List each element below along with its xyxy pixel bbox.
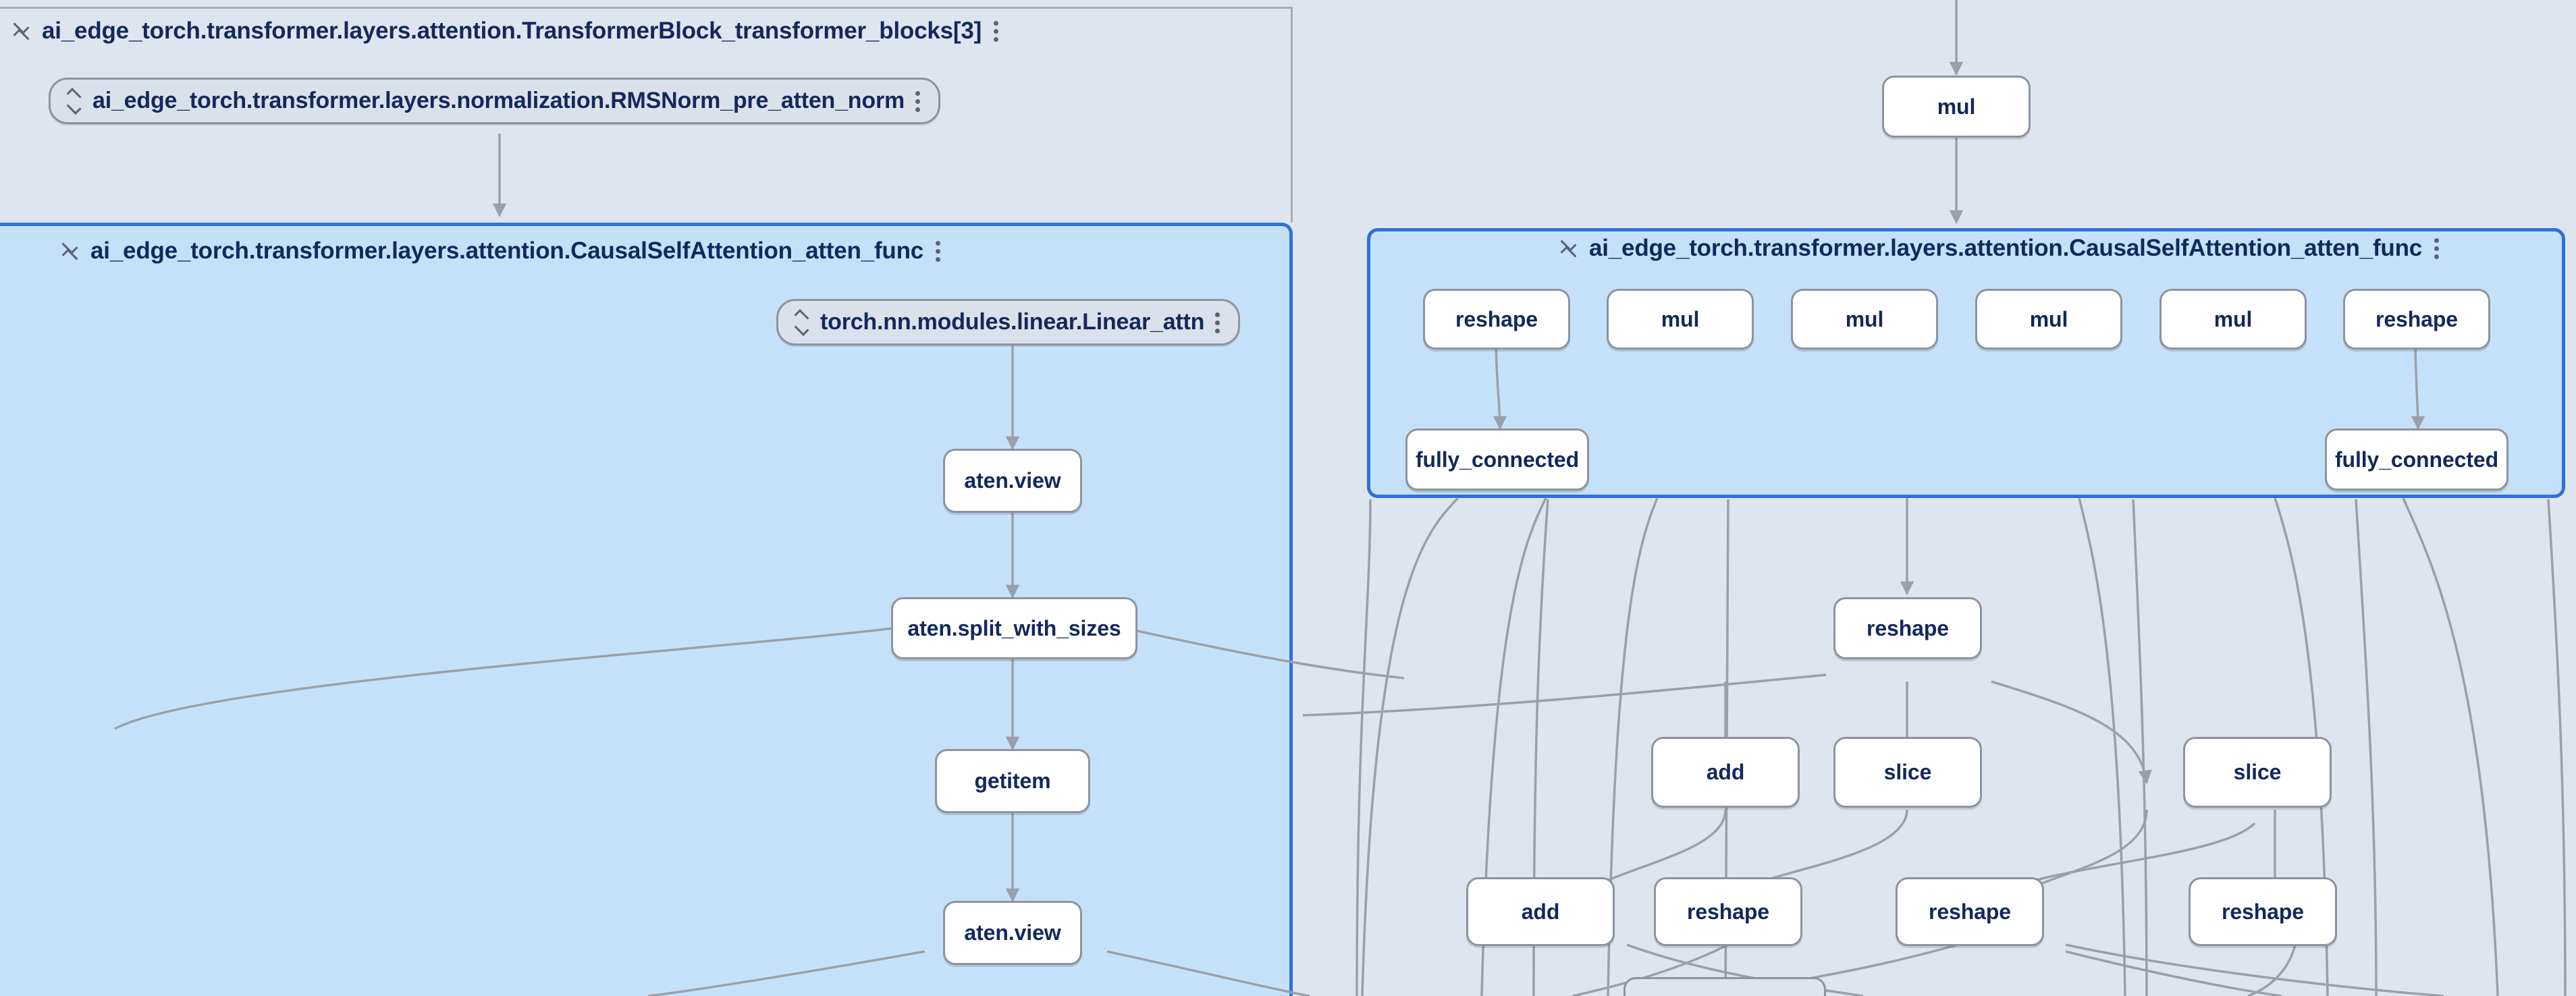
expand-vertical-icon[interactable] <box>793 310 809 335</box>
node-slice-1[interactable]: slice <box>1833 737 1982 808</box>
node-reshape-2[interactable]: reshape <box>2343 289 2490 350</box>
collapse-vertical-icon[interactable] <box>61 240 78 262</box>
node-slice-2[interactable]: slice <box>2183 737 2332 808</box>
node-reshape-3[interactable]: reshape <box>1833 597 1982 659</box>
node-add-2[interactable]: add <box>1466 877 1615 946</box>
node-aten-split-with-sizes[interactable]: aten.split_with_sizes <box>891 597 1137 659</box>
kebab-menu-icon[interactable] <box>936 240 941 262</box>
collapse-vertical-icon[interactable] <box>12 20 30 43</box>
group-title-transformer-block: ai_edge_torch.transformer.layers.attenti… <box>42 18 982 44</box>
node-fully-connected-1[interactable]: fully_connected <box>1405 428 1589 491</box>
node-mul-top[interactable]: mul <box>1882 76 2031 138</box>
module-pill-label-linear-attn: torch.nn.modules.linear.Linear_attn <box>820 309 1205 335</box>
node-partial-bottom[interactable] <box>1624 977 1826 996</box>
node-reshape-6[interactable]: reshape <box>2189 877 2337 946</box>
node-add-1[interactable]: add <box>1651 737 1800 808</box>
node-reshape-5[interactable]: reshape <box>1896 877 2044 946</box>
group-header-transformer-block[interactable]: ai_edge_torch.transformer.layers.attenti… <box>12 18 999 45</box>
top-scroll-strip <box>0 0 2576 5</box>
collapse-vertical-icon[interactable] <box>1559 237 1577 260</box>
node-aten-view-1[interactable]: aten.view <box>943 449 1082 513</box>
node-fully-connected-2[interactable]: fully_connected <box>2325 428 2508 491</box>
kebab-menu-icon[interactable] <box>994 20 999 43</box>
node-reshape-1[interactable]: reshape <box>1423 289 1570 350</box>
node-reshape-4[interactable]: reshape <box>1654 877 1802 946</box>
module-pill-linear-attn[interactable]: torch.nn.modules.linear.Linear_attn <box>776 299 1241 345</box>
group-title-causal-self-attention-left: ai_edge_torch.transformer.layers.attenti… <box>90 238 924 264</box>
node-mul-2[interactable]: mul <box>1791 289 1938 350</box>
group-title-causal-self-attention-right: ai_edge_torch.transformer.layers.attenti… <box>1589 235 2423 261</box>
node-mul-1[interactable]: mul <box>1607 289 1754 350</box>
node-mul-4[interactable]: mul <box>2159 289 2307 350</box>
module-pill-rmsnorm-pre-atten-norm[interactable]: ai_edge_torch.transformer.layers.normali… <box>49 78 941 124</box>
node-mul-3[interactable]: mul <box>1975 289 2122 350</box>
kebab-menu-icon[interactable] <box>2434 237 2440 260</box>
expand-vertical-icon[interactable] <box>65 88 82 114</box>
group-header-causal-self-attention-left[interactable]: ai_edge_torch.transformer.layers.attenti… <box>61 238 941 265</box>
node-aten-view-2[interactable]: aten.view <box>943 901 1082 965</box>
kebab-menu-icon[interactable] <box>1215 311 1220 334</box>
kebab-menu-icon[interactable] <box>915 90 921 113</box>
node-getitem[interactable]: getitem <box>935 749 1090 813</box>
module-pill-label-rmsnorm: ai_edge_torch.transformer.layers.normali… <box>92 88 905 113</box>
group-header-causal-self-attention-right[interactable]: ai_edge_torch.transformer.layers.attenti… <box>1559 235 2440 262</box>
